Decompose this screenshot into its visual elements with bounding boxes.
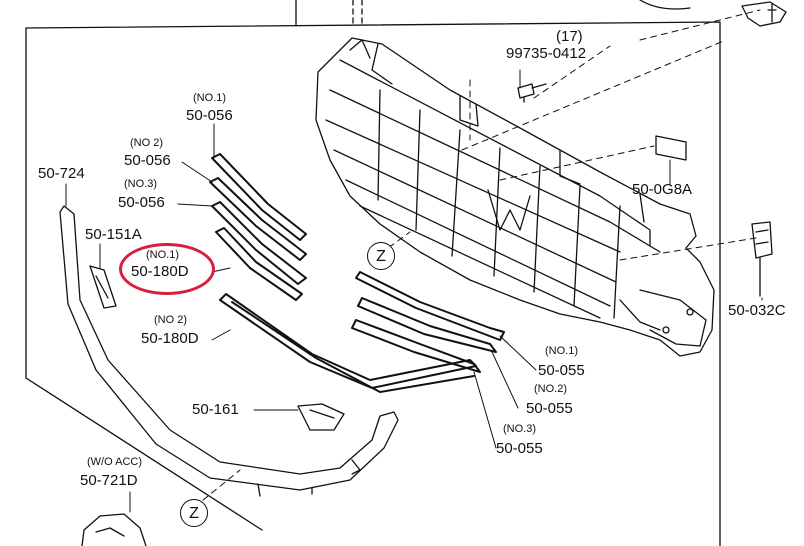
diagram-frame — [25, 0, 721, 546]
view-marker-z-bottom: Z — [180, 499, 208, 527]
label-50-055-no2: 50-055 — [526, 400, 573, 417]
label-50-721d-qualifier: (W/O ACC) — [87, 456, 142, 468]
moldings-50-055 — [351, 271, 505, 373]
label-50-0g8a: 50-0G8A — [632, 181, 693, 198]
label-50-180d-no1-qualifier: (NO.1) — [146, 249, 179, 261]
label-leaders — [65, 69, 763, 513]
view-marker-z-top: Z — [367, 242, 395, 270]
label-50-055-no1: 50-055 — [538, 362, 585, 379]
molding-50-724 — [59, 205, 399, 497]
highlight-ring — [119, 243, 215, 295]
label-50-055-no3-qualifier: (NO.3) — [503, 423, 536, 435]
label-50-056-no1-qualifier: (NO.1) — [193, 92, 226, 104]
label-50-151a: 50-151A — [85, 226, 142, 243]
label-99735-0412-qualifier: (17) — [556, 28, 583, 45]
label-50-180d-no1: 50-180D — [131, 263, 189, 280]
bolt-99735-0412 — [517, 83, 547, 103]
label-50-180d-no2-qualifier: (NO 2) — [154, 314, 187, 326]
label-50-721d: 50-721D — [80, 472, 138, 489]
clip-50-032c — [751, 221, 773, 297]
label-50-056-no3: 50-056 — [118, 194, 165, 211]
label-50-056-no1: 50-056 — [186, 107, 233, 124]
label-50-161: 50-161 — [192, 401, 239, 418]
clip-50-161 — [297, 403, 345, 431]
label-99735-0412: 99735-0412 — [506, 45, 587, 62]
bracket-50-151a — [89, 265, 117, 309]
top-right-clip — [639, 0, 787, 27]
pad-50-0g8a — [655, 135, 687, 161]
label-50-055-no2-qualifier: (NO.2) — [534, 383, 567, 395]
label-50-180d-no2: 50-180D — [141, 330, 199, 347]
label-50-056-no2-qualifier: (NO 2) — [130, 137, 163, 149]
label-50-055-no3: 50-055 — [496, 440, 543, 457]
label-50-056-no3-qualifier: (NO.3) — [124, 178, 157, 190]
moldings-50-056 — [209, 153, 307, 301]
label-50-056-no2: 50-056 — [124, 152, 171, 169]
label-50-724: 50-724 — [38, 165, 85, 182]
part-50-721d — [81, 513, 147, 546]
label-50-032c: 50-032C — [728, 302, 786, 319]
label-50-055-no1-qualifier: (NO.1) — [545, 345, 578, 357]
